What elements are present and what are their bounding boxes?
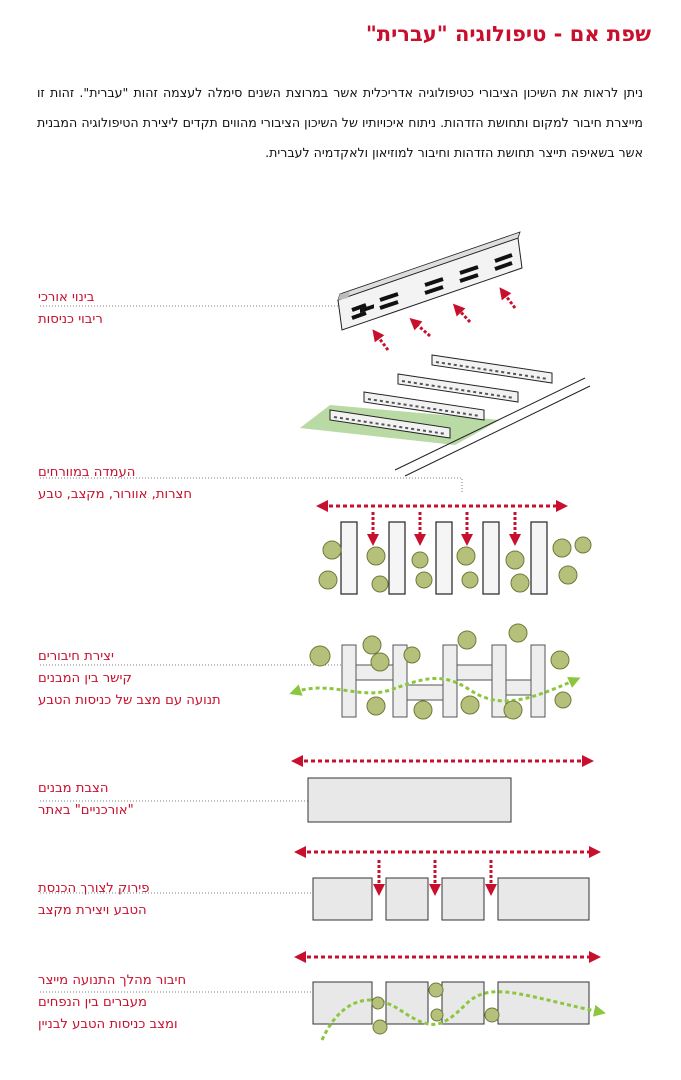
- label-connections-line3: תנועה עם מצב של כניסות הטבע: [38, 693, 221, 708]
- label-connections: יצירת חיבורים קישר בין המבנים תנועה עם מ…: [38, 646, 298, 712]
- movement-blocks: [294, 951, 606, 1041]
- page-title: שפת אם - טיפולוגיה "עברית": [365, 22, 651, 46]
- label-spaced-placement: העמדה במוורחים חצרות, אוורור, מקצב, טבע: [38, 462, 298, 506]
- label-movement-line1: חיבור מהלך התנועה מייצר: [38, 973, 187, 988]
- label-placing-buildings-line1: הצבת מבנים: [38, 781, 109, 796]
- long-building-3d: [337, 231, 523, 331]
- label-movement-line3: ומצב כניסות הטבע לבניין: [38, 1017, 178, 1032]
- label-breaking: פירוק לצורך הכנסת הטבע ויצירת מקצב: [38, 878, 298, 922]
- label-movement-line2: מעברים בין הנפחים: [38, 995, 147, 1010]
- leader-lines: [40, 305, 463, 993]
- label-breaking-line2: הטבע ויצירת מקצב: [38, 903, 147, 918]
- label-long-building-line1: בינוי אורכי: [38, 290, 95, 305]
- label-spaced-placement-line2: חצרות, אוורור, מקצב, טבע: [38, 487, 192, 502]
- label-connections-line2: קישר בין המבנים: [38, 671, 132, 686]
- parallel-buildings-3d: [300, 354, 591, 477]
- plan-spaced-buildings: [316, 500, 592, 595]
- facade-windows: [351, 253, 513, 320]
- label-long-building: בינוי אורכי ריבוי כניסות: [38, 287, 298, 331]
- entrance-arrows-3d: [372, 287, 517, 351]
- plan-connections: [289, 623, 581, 720]
- single-block: [291, 755, 594, 823]
- label-placing-buildings-line2: "אורכניים" באתר: [38, 803, 134, 818]
- broken-blocks: [294, 846, 601, 921]
- label-long-building-line2: ריבוי כניסות: [38, 312, 103, 327]
- label-spaced-placement-line1: העמדה במוורחים: [38, 465, 136, 480]
- label-connections-line1: יצירת חיבורים: [38, 649, 114, 664]
- intro-paragraph: ניתן לראות את השיכון הציבורי כטיפולוגיה …: [37, 85, 643, 160]
- label-placing-buildings: הצבת מבנים "אורכניים" באתר: [38, 778, 298, 822]
- label-breaking-line1: פירוק לצורך הכנסת: [38, 881, 150, 896]
- label-movement: חיבור מהלך התנועה מייצר מעברים בין הנפחי…: [38, 970, 298, 1036]
